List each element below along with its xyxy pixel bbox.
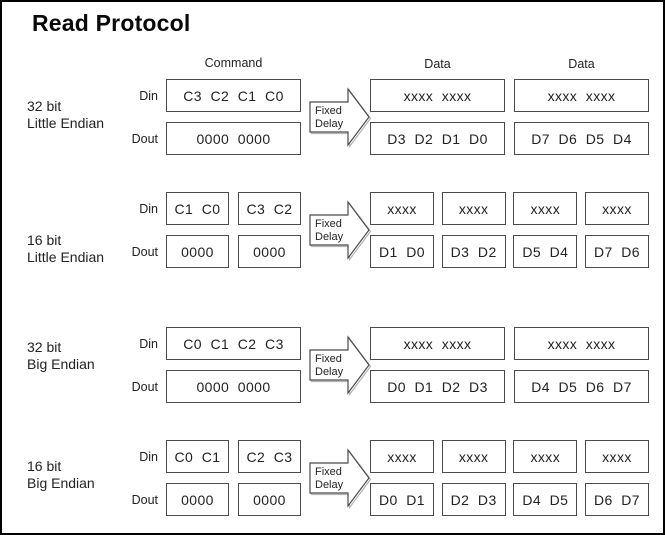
s2-fixed-delay-arrow: Fixed Delay bbox=[309, 200, 372, 261]
section-1-label: 32 bit Little Endian bbox=[27, 98, 147, 132]
s4-dout-label: Dout bbox=[131, 492, 158, 507]
s1-din-command-box: C3 C2 C1 C0 bbox=[166, 79, 301, 112]
section-3-bits: 32 bit bbox=[27, 339, 62, 355]
page-title: Read Protocol bbox=[32, 10, 191, 36]
s3-dout-data-row: D0 D1 D2 D3 D4 D5 D6 D7 bbox=[370, 370, 649, 403]
right-arrow-icon bbox=[309, 200, 370, 260]
s2-dout-command-box-2: 0000 bbox=[238, 235, 301, 268]
s3-din-data-box-1: xxxx xxxx bbox=[370, 327, 505, 360]
s4-din-data-box-3: xxxx bbox=[513, 440, 578, 473]
data-column-header-right: Data bbox=[568, 57, 595, 71]
s4-dout-data-box-1: D0 D1 bbox=[370, 483, 434, 516]
arrow-label-line1: Fixed bbox=[315, 105, 342, 117]
s4-din-command-box-1: C0 C1 bbox=[166, 440, 229, 473]
s1-din-command-row: C3 C2 C1 C0 bbox=[166, 79, 301, 112]
s4-dout-command-box-1: 0000 bbox=[166, 483, 229, 516]
s1-din-data-box-2: xxxx xxxx bbox=[514, 79, 649, 112]
s4-dout-data-box-3: D4 D5 bbox=[513, 483, 578, 516]
s2-din-data-row: xxxx xxxx xxxx xxxx bbox=[370, 192, 649, 225]
s2-din-data-box-1: xxxx bbox=[370, 192, 434, 225]
s3-din-command-box: C0 C1 C2 C3 bbox=[166, 327, 301, 360]
s3-dout-command-box: 0000 0000 bbox=[166, 370, 301, 403]
s3-dout-label: Dout bbox=[131, 379, 158, 394]
right-arrow-icon bbox=[309, 448, 370, 508]
s1-fixed-delay-arrow: Fixed Delay bbox=[309, 87, 372, 148]
section-2-label: 16 bit Little Endian bbox=[27, 232, 147, 266]
s4-dout-data-box-2: D2 D3 bbox=[441, 483, 506, 516]
s2-din-command-box-2: C3 C2 bbox=[238, 192, 301, 225]
s2-dout-data-box-2: D3 D2 bbox=[441, 235, 506, 268]
s2-dout-command-box-1: 0000 bbox=[166, 235, 229, 268]
section-2-bits: 16 bit bbox=[27, 232, 62, 248]
s4-dout-data-box-4: D6 D7 bbox=[584, 483, 649, 516]
s4-dout-command-box-2: 0000 bbox=[238, 483, 301, 516]
s2-dout-command-row: 0000 0000 bbox=[166, 235, 301, 268]
s4-dout-command-row: 0000 0000 bbox=[166, 483, 301, 516]
s4-din-command-row: C0 C1 C2 C3 bbox=[166, 440, 301, 473]
s3-din-data-box-2: xxxx xxxx bbox=[514, 327, 649, 360]
section-1-bits: 32 bit bbox=[27, 98, 62, 114]
s1-dout-data-box-1: D3 D2 D1 D0 bbox=[370, 122, 505, 155]
s4-din-data-box-1: xxxx bbox=[370, 440, 434, 473]
section-2-endian: Little Endian bbox=[27, 249, 105, 265]
s2-din-data-box-2: xxxx bbox=[441, 192, 506, 225]
s2-dout-data-row: D1 D0 D3 D2 D5 D4 D7 D6 bbox=[370, 235, 649, 268]
arrow-label-line1: Fixed bbox=[315, 353, 342, 365]
s2-din-data-box-3: xxxx bbox=[513, 192, 578, 225]
s4-din-data-row: xxxx xxxx xxxx xxxx bbox=[370, 440, 649, 473]
section-1-endian: Little Endian bbox=[27, 115, 105, 131]
s1-dout-data-box-2: D7 D6 D5 D4 bbox=[514, 122, 649, 155]
s1-dout-label: Dout bbox=[131, 131, 158, 146]
arrow-label-line1: Fixed bbox=[315, 466, 342, 478]
s3-din-label: Din bbox=[139, 336, 158, 351]
section-3-label: 32 bit Big Endian bbox=[27, 339, 147, 373]
s1-din-label: Din bbox=[139, 88, 158, 103]
s2-din-label: Din bbox=[139, 201, 158, 216]
right-arrow-icon bbox=[309, 87, 370, 147]
s2-din-command-box-1: C1 C0 bbox=[166, 192, 229, 225]
s3-dout-data-box-2: D4 D5 D6 D7 bbox=[514, 370, 649, 403]
s3-din-command-row: C0 C1 C2 C3 bbox=[166, 327, 301, 360]
s3-fixed-delay-arrow: Fixed Delay bbox=[309, 335, 372, 396]
s2-din-data-box-4: xxxx bbox=[584, 192, 649, 225]
right-arrow-icon bbox=[309, 335, 370, 395]
section-4-bits: 16 bit bbox=[27, 458, 62, 474]
data-column-header-left: Data bbox=[424, 57, 451, 71]
s2-dout-data-box-4: D7 D6 bbox=[584, 235, 649, 268]
arrow-label-line2: Delay bbox=[315, 231, 344, 243]
arrow-label-line1: Fixed bbox=[315, 218, 342, 230]
section-3-endian: Big Endian bbox=[27, 356, 95, 372]
arrow-label-line2: Delay bbox=[315, 479, 344, 491]
command-column-header: Command bbox=[204, 56, 263, 70]
s3-dout-command-row: 0000 0000 bbox=[166, 370, 301, 403]
s1-din-data-row: xxxx xxxx xxxx xxxx bbox=[370, 79, 649, 112]
s1-din-data-box-1: xxxx xxxx bbox=[370, 79, 505, 112]
s1-dout-data-row: D3 D2 D1 D0 D7 D6 D5 D4 bbox=[370, 122, 649, 155]
s4-din-command-box-2: C2 C3 bbox=[238, 440, 301, 473]
s2-dout-data-box-3: D5 D4 bbox=[513, 235, 578, 268]
arrow-label-line2: Delay bbox=[315, 366, 344, 378]
arrow-label-line2: Delay bbox=[315, 118, 344, 130]
section-4-endian: Big Endian bbox=[27, 475, 95, 491]
s2-din-command-row: C1 C0 C3 C2 bbox=[166, 192, 301, 225]
section-4-label: 16 bit Big Endian bbox=[27, 458, 147, 492]
s3-din-data-row: xxxx xxxx xxxx xxxx bbox=[370, 327, 649, 360]
s4-fixed-delay-arrow: Fixed Delay bbox=[309, 448, 372, 509]
s4-dout-data-row: D0 D1 D2 D3 D4 D5 D6 D7 bbox=[370, 483, 649, 516]
s4-din-data-box-4: xxxx bbox=[584, 440, 649, 473]
s4-din-label: Din bbox=[139, 449, 158, 464]
s2-dout-label: Dout bbox=[131, 244, 158, 259]
s3-dout-data-box-1: D0 D1 D2 D3 bbox=[370, 370, 505, 403]
s2-dout-data-box-1: D1 D0 bbox=[370, 235, 434, 268]
s1-dout-command-box: 0000 0000 bbox=[166, 122, 301, 155]
s4-din-data-box-2: xxxx bbox=[441, 440, 506, 473]
s1-dout-command-row: 0000 0000 bbox=[166, 122, 301, 155]
